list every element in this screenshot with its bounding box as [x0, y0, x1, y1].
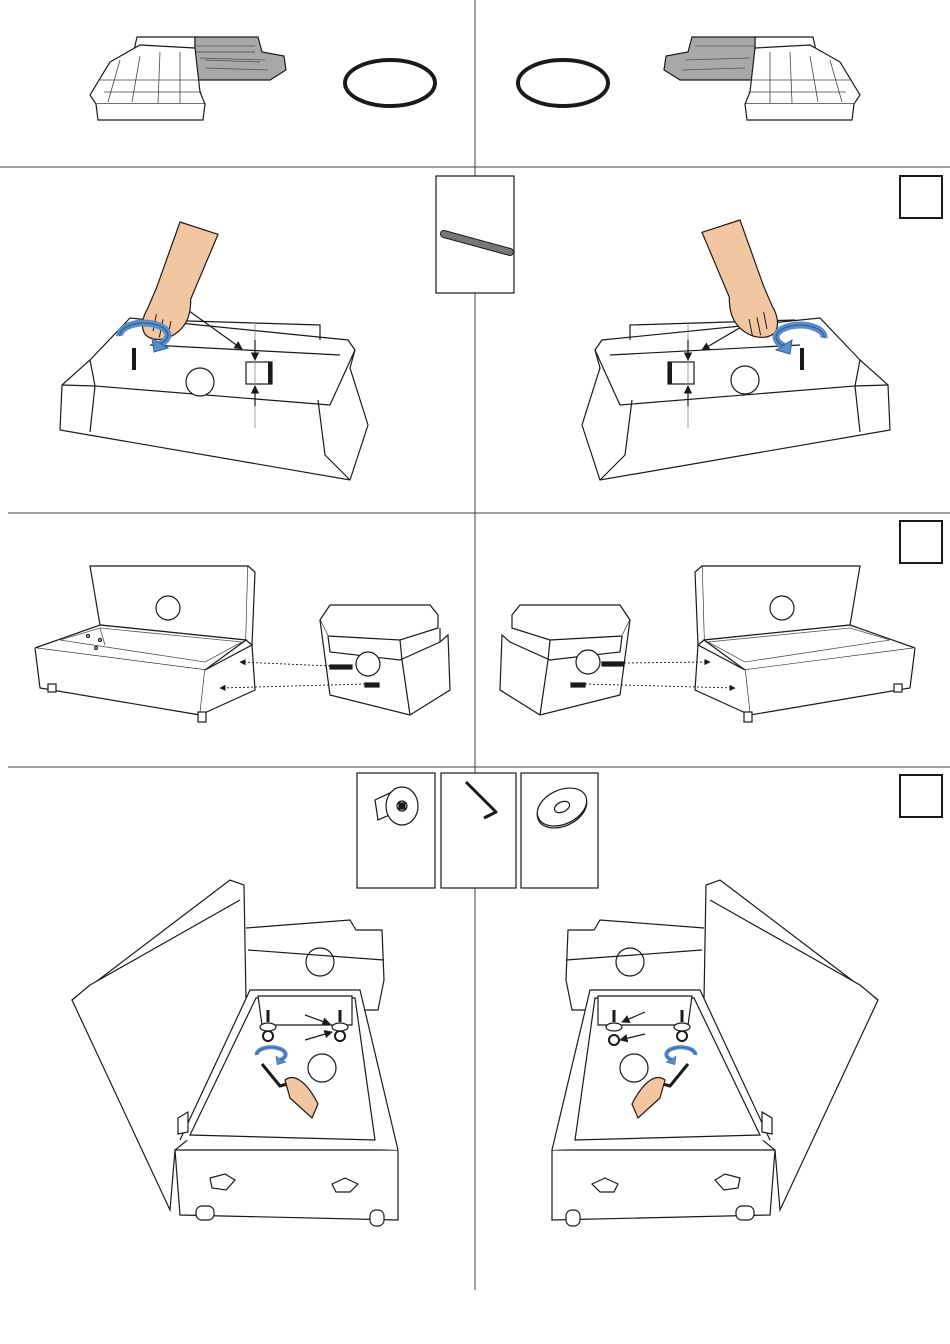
hand-icon-right-step1	[702, 218, 782, 346]
corner-sofa-left-diagram	[90, 37, 286, 120]
module-marker-left	[186, 368, 214, 396]
corner-module-right	[500, 605, 630, 715]
section-step-1	[60, 176, 942, 480]
orientation-oval-left	[345, 60, 435, 106]
section-step-2	[35, 521, 942, 722]
corner-sofa-right-diagram	[664, 37, 860, 120]
section-step-3	[72, 773, 942, 1226]
part-box-allen-key	[441, 773, 516, 888]
step-number-box-2	[900, 521, 942, 563]
sofa-module-left-step1	[60, 308, 368, 480]
storage-module-right	[695, 566, 915, 722]
storage-module-left	[35, 566, 255, 722]
sofa-module-right-step1	[582, 310, 890, 480]
storage-module-open-left	[72, 880, 398, 1226]
step-number-box-1	[900, 176, 942, 218]
corner-module-left	[320, 605, 450, 715]
storage-module-open-right	[552, 880, 878, 1226]
orientation-oval-right	[518, 60, 608, 106]
step-number-box-3	[900, 775, 942, 817]
